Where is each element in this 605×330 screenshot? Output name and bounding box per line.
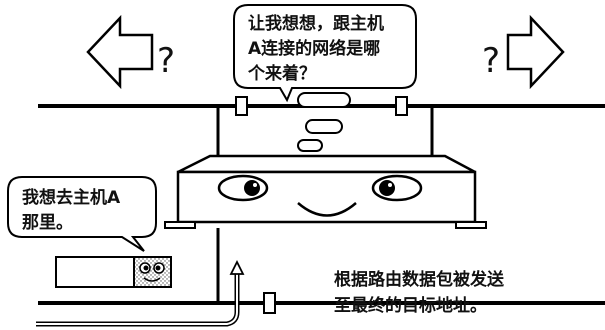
bottom-cable-connector [263, 292, 276, 314]
thought-cloud-large [297, 92, 351, 108]
packet-speech-bubble [7, 176, 157, 252]
packet-bubble-line-2: 那里。 [22, 213, 73, 233]
router-foot-right [455, 221, 487, 229]
packet-smile [143, 277, 161, 282]
router-bubble-line-1: 让我想想，跟主机 [248, 13, 384, 34]
thought-cloud-medium [305, 119, 343, 134]
right-arrow-icon [506, 14, 565, 90]
router-smile [297, 202, 357, 217]
thought-cloud-small [297, 139, 323, 152]
caption-line-2: 至最终的目标地址。 [334, 295, 487, 316]
top-cable-connector-right [395, 96, 408, 116]
router-speech-bubble [233, 4, 417, 103]
packet-face-panel [133, 256, 172, 288]
packet-character [55, 256, 172, 288]
packet-bubble-line-1: 我想去主机A [22, 187, 121, 208]
router [164, 154, 487, 229]
router-bubble-line-2: A连接的网络是哪 [248, 38, 380, 59]
router-bubble-line-3: 个来着？ [247, 63, 316, 84]
top-cable-connector-left [235, 96, 248, 116]
left-arrow-icon [86, 14, 154, 90]
right-question-mark: ? [482, 41, 500, 81]
router-left-pupil [244, 180, 260, 196]
router-top [177, 154, 476, 174]
router-right-pupil [379, 180, 395, 196]
router-foot-left [164, 221, 196, 229]
routing-arrow-head-icon [229, 259, 245, 275]
left-question-mark: ? [157, 41, 175, 81]
packet-body [55, 256, 135, 288]
caption-line-1: 根据路由数据包被发送 [334, 269, 505, 290]
